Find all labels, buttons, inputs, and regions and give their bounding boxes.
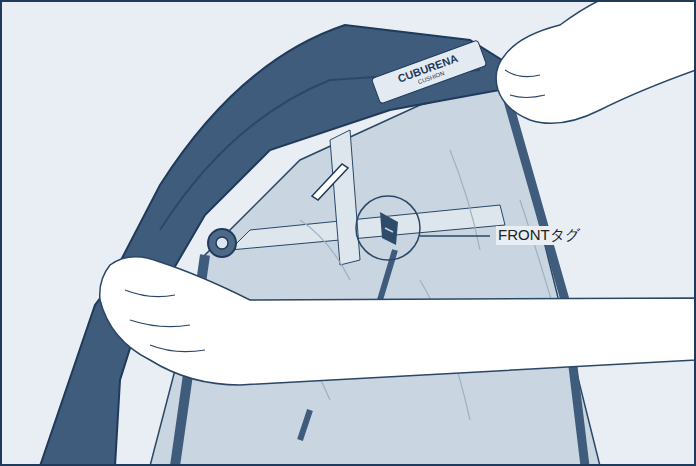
- part-label: FRONTタグ: [496, 226, 582, 245]
